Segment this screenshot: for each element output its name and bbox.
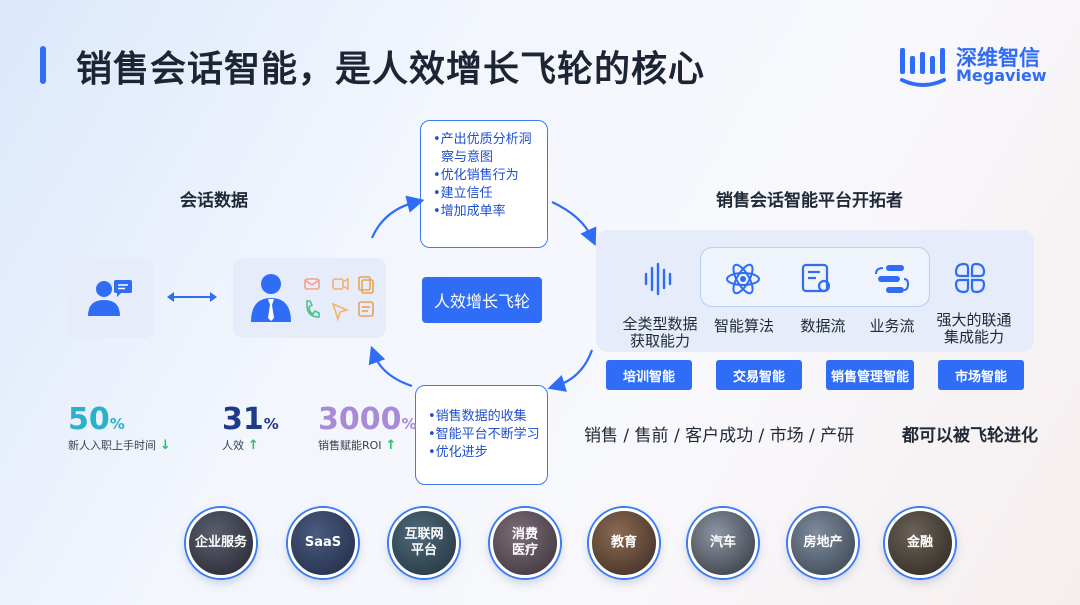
- arrow-up-icon: ↑: [248, 437, 259, 453]
- stat-unit: %: [109, 415, 125, 433]
- industry-label: 房地产: [803, 535, 843, 550]
- stat-number: 3000: [318, 402, 402, 437]
- megaview-logo-icon: [900, 48, 946, 87]
- industry-label: 平台: [410, 543, 437, 558]
- grid-clover-icon: [954, 262, 986, 294]
- arrow-to-left: [368, 345, 413, 388]
- arrow-up-icon: ↑: [385, 437, 397, 453]
- top-bullet: •优化销售行为: [433, 168, 519, 183]
- top-bullet: 察与意图: [441, 150, 494, 165]
- feature-line: 集成能力: [943, 328, 1004, 346]
- stat-label-text: 销售赋能ROI: [318, 439, 382, 452]
- top-bullet: •建立信任: [433, 186, 493, 201]
- feature-line: 获取能力: [629, 332, 690, 350]
- pill-deal: 交易智能: [716, 360, 802, 390]
- stat-label: 人效 ↑: [222, 437, 279, 453]
- brand-logo: 深维智信 Megaview: [898, 40, 1048, 90]
- feature-line: 全类型数据: [622, 315, 698, 333]
- flywheel-bottom-box: •销售数据的收集 •智能平台不断学习 •优化进步: [415, 385, 548, 485]
- industry-label: SaaS: [304, 535, 342, 550]
- stat-label-text: 新人入职上手时间: [68, 439, 156, 452]
- bidirectional-arrow-icon: [167, 292, 217, 302]
- stat-efficiency: 31% 人效 ↑: [222, 402, 279, 453]
- stat-value: 31%: [222, 402, 279, 437]
- flow-icon: [875, 265, 910, 293]
- data-doc-icon: [801, 263, 831, 293]
- platform-title: 销售会话智能平台开拓者: [716, 191, 903, 211]
- feature-businessflow: 业务流: [869, 317, 915, 335]
- feature-line: 强大的联通: [936, 311, 1012, 329]
- industry-label: 互联网: [404, 527, 444, 542]
- industry-enterprise: 企业服务: [186, 508, 256, 578]
- bottom-bullet: •优化进步: [428, 445, 488, 460]
- industry-label: 金融: [906, 535, 933, 550]
- stat-unit: %: [401, 415, 417, 433]
- sales-rep-icon: [251, 274, 291, 322]
- arrow-down-icon: ↓: [160, 437, 171, 453]
- industry-label: 消费: [511, 527, 538, 542]
- customer-chat-icon: [88, 280, 132, 316]
- waveform-icon: [644, 262, 672, 296]
- industry-real-estate: 房地产: [788, 508, 858, 578]
- industry-auto: 汽车: [688, 508, 758, 578]
- top-bullet: •增加成单率: [433, 204, 506, 219]
- pill-sales-mgmt: 销售管理智能: [826, 360, 914, 390]
- flywheel-arrows: [368, 195, 597, 392]
- bottom-bullet: •智能平台不断学习: [428, 427, 540, 442]
- roles-list: 销售 / 售前 / 客户成功 / 市场 / 产研: [584, 426, 855, 446]
- stat-label-text: 人效: [222, 439, 244, 452]
- feature-dataflow: 数据流: [800, 317, 846, 335]
- feature-all-data: 全类型数据 获取能力: [612, 316, 708, 350]
- industry-education: 教育: [589, 508, 659, 578]
- stat-label: 新人入职上手时间 ↓: [68, 437, 171, 453]
- flywheel-top-box: •产出优质分析洞 察与意图 •优化销售行为 •建立信任 •增加成单率: [420, 120, 548, 248]
- stat-roi: 3000% 销售赋能ROI↑: [318, 402, 417, 453]
- channel-icons: [304, 276, 374, 322]
- title-accent-bar: [40, 46, 46, 84]
- feature-algorithm: 智能算法: [713, 317, 774, 335]
- atom-icon: [726, 263, 760, 295]
- customer-card: [66, 258, 154, 338]
- industry-label: 医疗: [511, 543, 538, 558]
- industry-label: 企业服务: [194, 535, 247, 550]
- top-bullet: •产出优质分析洞: [433, 132, 532, 147]
- stat-value: 50%: [68, 402, 171, 437]
- feature-integration: 强大的联通 集成能力: [926, 312, 1022, 346]
- stat-value: 3000%: [318, 402, 417, 437]
- roles-emphasis: 都可以被飞轮进化: [902, 426, 1038, 446]
- page-title: 销售会话智能，是人效增长飞轮的核心: [76, 49, 706, 90]
- pill-marketing: 市场智能: [938, 360, 1024, 390]
- industry-label: 汽车: [709, 535, 736, 550]
- stat-number: 50: [68, 402, 110, 437]
- industry-saas: SaaS: [288, 508, 358, 578]
- bottom-bullet: •销售数据的收集: [428, 409, 527, 424]
- sales-rep-card: [233, 258, 386, 338]
- stat-label: 销售赋能ROI↑: [318, 437, 417, 453]
- pill-training: 培训智能: [606, 360, 692, 390]
- industry-finance: 金融: [885, 508, 955, 578]
- industry-label: 教育: [610, 535, 637, 550]
- arrow-to-top-box: [370, 195, 425, 239]
- stat-newhire: 50% 新人入职上手时间 ↓: [68, 402, 171, 453]
- stat-unit: %: [263, 415, 279, 433]
- flywheel-center-label: 人效增长飞轮: [422, 277, 542, 323]
- industry-internet: 互联网平台: [389, 508, 459, 578]
- arrow-to-bottom-box: [547, 349, 594, 392]
- arrow-to-platform: [551, 201, 597, 247]
- logo-text-en: Megaview: [956, 66, 1047, 85]
- conversation-data-label: 会话数据: [180, 191, 248, 211]
- stat-number: 31: [222, 402, 264, 437]
- logo-text-cn: 深维智信: [956, 46, 1040, 70]
- industry-consumer-medical: 消费医疗: [490, 508, 560, 578]
